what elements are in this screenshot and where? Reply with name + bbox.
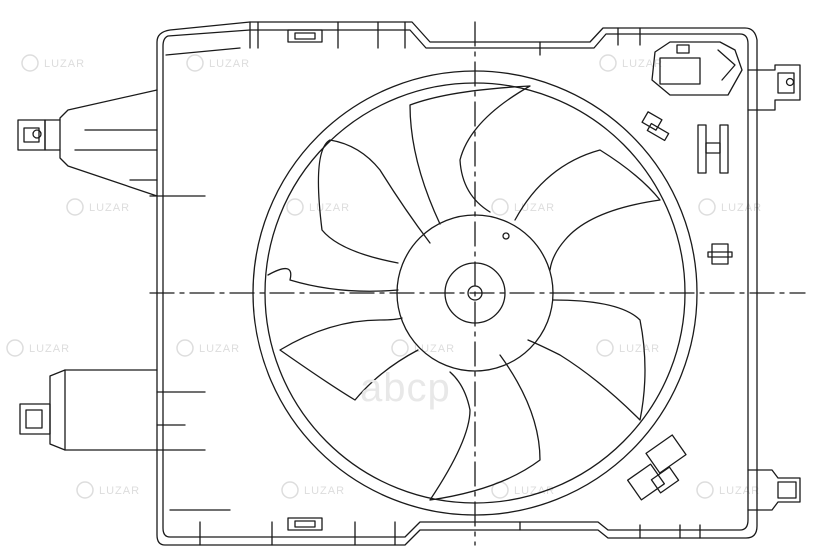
watermark-logo: LUZAR (696, 481, 760, 499)
left-connector-tab (19, 403, 51, 435)
right-lower-mount (747, 469, 801, 511)
watermark-text: LUZAR (29, 343, 70, 355)
fan-blade (267, 268, 399, 292)
wire-clip-small (707, 243, 733, 265)
watermark-logo: LUZAR (281, 481, 345, 499)
watermark-text: LUZAR (99, 485, 140, 497)
left-mount-arm (59, 89, 158, 197)
left-connector-housing (49, 369, 158, 451)
bottom-ribs (169, 509, 701, 546)
watermark-text: LUZAR (199, 343, 240, 355)
watermark-text: LUZAR (721, 202, 762, 214)
watermark-logo: LUZAR (599, 54, 663, 72)
wire-clip-bottom-right (626, 434, 687, 501)
watermark-logo: LUZAR (596, 339, 660, 357)
watermark-logo: LUZAR (6, 339, 70, 357)
watermark-logo: LUZAR (66, 198, 130, 216)
watermark-text: LUZAR (514, 485, 555, 497)
bottom-clip (287, 517, 323, 531)
watermark-text: LUZAR (719, 485, 760, 497)
top-clip (287, 29, 323, 43)
top-clip-inner (294, 32, 316, 40)
left-mount-hole (32, 129, 42, 139)
right-upper-mount (747, 64, 801, 111)
watermark-logo: LUZAR (186, 54, 250, 72)
fan-blade (429, 354, 541, 501)
fan-blade (317, 139, 431, 264)
watermark-text: LUZAR (309, 202, 350, 214)
shroud-outline (156, 21, 758, 546)
shroud-inner-outline (162, 29, 749, 538)
watermark-logo: LUZAR (391, 339, 454, 357)
watermark-text: LUZAR (304, 485, 345, 497)
watermark-text: LUZAR (89, 202, 130, 214)
bottom-clip-inner (294, 520, 316, 528)
top-right-connector (651, 41, 743, 96)
watermark-text: LUZAR (622, 58, 663, 70)
left-mount-tab (17, 119, 46, 151)
top-ribs (165, 21, 641, 56)
watermark-logo: LUZAR (698, 198, 762, 216)
watermark-text: LUZAR (619, 343, 660, 355)
watermark-text: LUZAR (44, 58, 85, 70)
wire-clip-h (641, 111, 729, 174)
fan-blade (514, 149, 661, 271)
fan-blade (409, 85, 531, 225)
fan-blade (279, 317, 419, 401)
brand-watermark: аbсp (360, 366, 451, 410)
fan-blade (527, 299, 646, 421)
watermark-text: LUZAR (209, 58, 250, 70)
watermark-logo: LUZAR (491, 481, 555, 499)
left-mount-bracket (44, 119, 61, 151)
fan-hub-pin (502, 232, 510, 240)
watermark-logo: LUZAR (176, 339, 240, 357)
fan-blades (267, 85, 661, 501)
watermark-logo: LUZAR (21, 54, 85, 72)
watermark-logo: LUZAR (76, 481, 140, 499)
